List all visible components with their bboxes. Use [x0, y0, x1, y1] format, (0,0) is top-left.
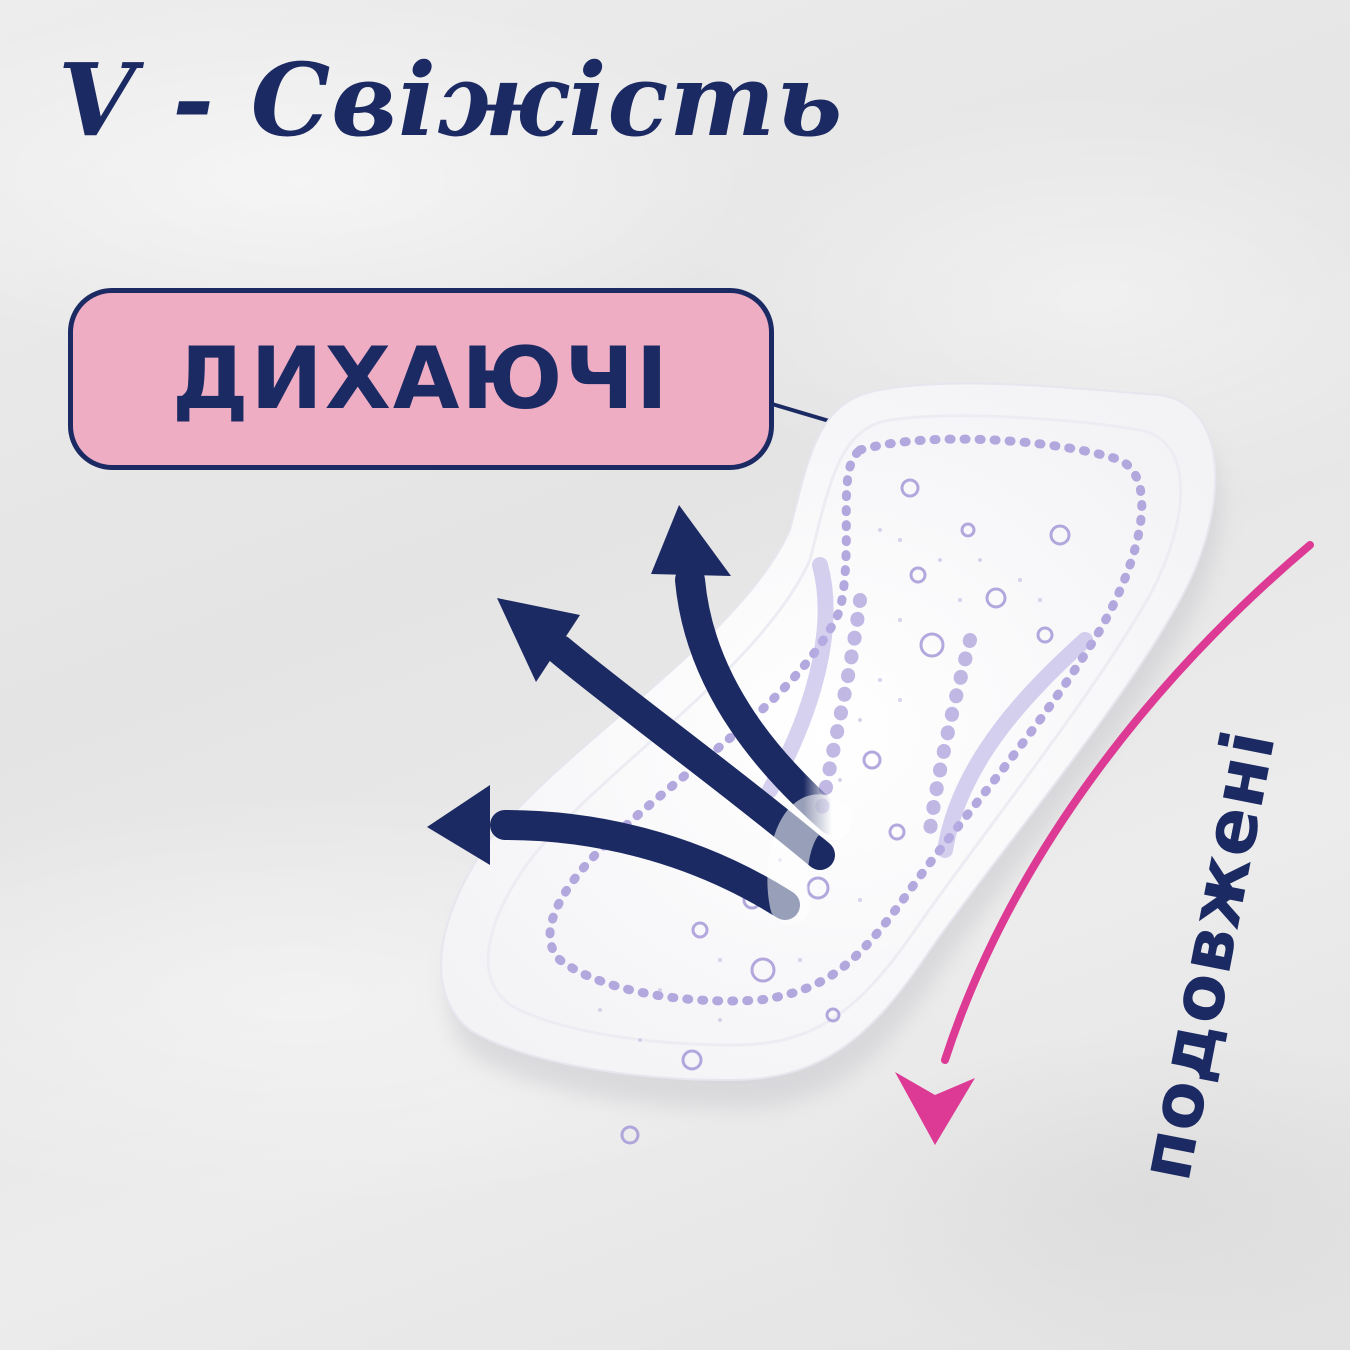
headline: V - Свіжість	[58, 41, 844, 159]
callout-label: ДИХАЮЧІ	[172, 329, 670, 429]
curved-length-arrow-icon	[895, 541, 1314, 1145]
airflow-arrows-icon	[427, 505, 852, 925]
airflow-arrow-left	[427, 785, 800, 920]
callout-badge: ДИХАЮЧІ	[68, 288, 774, 470]
